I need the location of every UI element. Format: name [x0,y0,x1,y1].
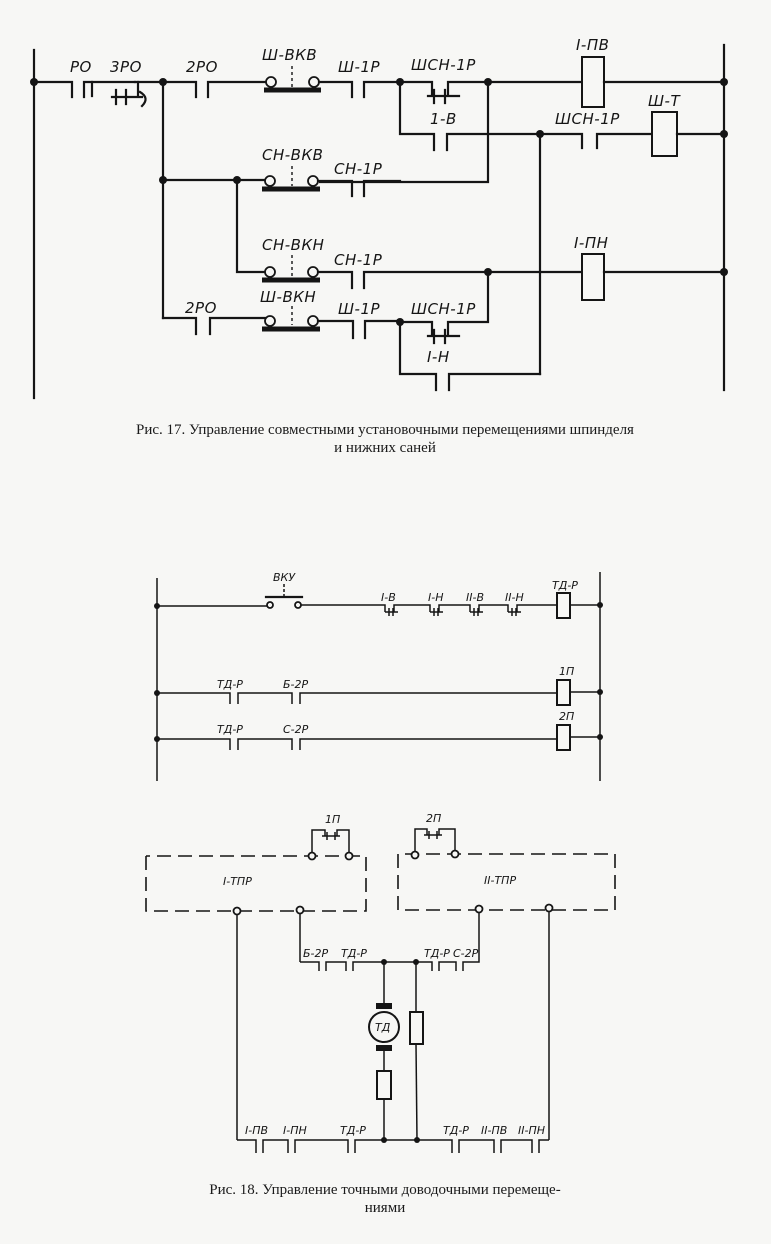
label-2ro-top: 2РО [186,58,218,76]
label-b-2r-lower: Б-2Р [303,947,329,960]
motor-td [368,1011,400,1043]
label-td-r-lower2: ТД-Р [424,947,450,960]
label-sh-1r-top: Ш-1Р [338,58,380,76]
label-c-2r: С-2Р [283,723,309,736]
label-td-r-bot2: ТД-Р [443,1124,469,1137]
label-motor-td: ТД [375,1021,391,1034]
label-2p-contact: 2П [426,812,441,825]
label-i-n: I-Н [427,348,450,366]
figure-17-labels: РО 3РО 2РО Ш-ВКВ Ш-1Р ШСН-1Р I-ПВ 1-В ШС… [70,36,681,366]
coil-td-r [556,592,571,619]
label-td-r-lower1: ТД-Р [341,947,367,960]
label-i-pv: I-ПВ [245,1124,268,1137]
coil-sh-t [651,111,678,157]
label-i-h: I-Н [428,591,444,604]
caption-fig18-line2: ниями [365,1200,405,1216]
label-sh-vkv: Ш-ВКВ [262,46,317,64]
resistor-motor [376,1070,392,1100]
caption-fig18-line1: Рис. 18. Управление точными доводочными … [209,1182,560,1198]
caption-fig17-line1: Рис. 17. Управление совместными установо… [136,422,634,438]
box-ii-tpr [397,853,616,911]
label-vku: ВКУ [273,571,296,584]
label-ii-b: II-В [466,591,484,604]
label-ii-h: II-Н [505,591,524,604]
label-1p-contact: 1П [325,813,340,826]
label-shsn-1r-top: ШСН-1Р [411,56,476,74]
caption-fig17-line2: и нижних саней [334,440,436,456]
label-1p-coil: 1П [559,665,574,678]
label-1-b: 1-В [430,110,457,128]
coil-i-pv [581,56,605,108]
label-td-r-row2: ТД-Р [217,678,243,691]
label-i-tpr: I-ТПР [223,875,252,888]
label-sh-vkn: Ш-ВКН [260,288,316,306]
figure-17 [30,43,728,400]
label-ro: РО [70,58,92,76]
coil-1p [556,679,571,706]
label-b-2r: Б-2Р [283,678,309,691]
label-ii-pn: II-ПН [518,1124,545,1137]
label-shsn-1r-bot: ШСН-1Р [411,300,476,318]
figure-18-power [145,828,616,1153]
figure-18-power-labels: 1П 2П I-ТПР II-ТПР Б-2Р ТД-Р ТД-Р С-2Р Т… [223,812,545,1137]
label-sn-1r-b: СН-1Р [334,251,383,269]
label-i-pn: I-ПН [574,234,608,252]
resistor-parallel [409,1011,424,1045]
label-td-r-coil: ТД-Р [552,579,578,592]
label-2ro-bot: 2РО [185,299,217,317]
label-ii-tpr: II-ТПР [484,874,516,887]
label-sh-1r-bot: Ш-1Р [338,300,380,318]
figure-18-ladder-labels: ВКУ I-В I-Н II-В II-Н ТД-Р ТД-Р Б-2Р 1П … [217,571,578,736]
label-td-r-row3: ТД-Р [217,723,243,736]
label-shsn-1r-mid: ШСН-1Р [555,110,620,128]
coil-2p [556,724,571,751]
label-2p-coil: 2П [559,710,574,723]
box-i-tpr [145,855,367,912]
label-sn-1r-a: СН-1Р [334,160,383,178]
label-i-pv: I-ПВ [576,36,609,54]
label-i-b: I-В [381,591,396,604]
label-sn-vkv: СН-ВКВ [262,146,323,164]
label-c-2r-lower: С-2Р [453,947,479,960]
label-ii-pv: II-ПВ [481,1124,507,1137]
label-sn-vkn: СН-ВКН [262,236,324,254]
label-3ro: 3РО [110,58,142,76]
label-i-pn: I-ПН [283,1124,307,1137]
label-sh-t: Ш-Т [648,92,681,110]
figure-18-ladder [154,572,603,781]
coil-i-pn [581,253,605,301]
label-td-r-bot1: ТД-Р [340,1124,366,1137]
